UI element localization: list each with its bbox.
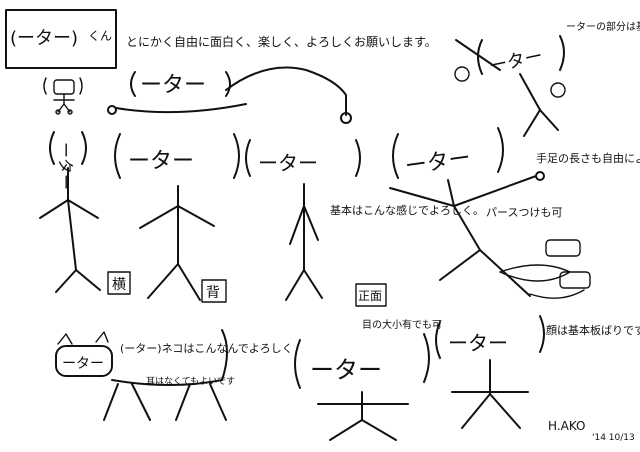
label-front: 正面 xyxy=(358,289,382,303)
face-text-bottom-center: ーター xyxy=(310,356,382,384)
note-expression: 顔は基本板ばりです ゆがみも可 xyxy=(546,323,640,337)
bottom-right-figure: ーター 顔は基本板ばりです ゆがみも可 xyxy=(435,315,640,429)
note-cat-ears: 耳はなくてもよいです xyxy=(146,376,235,387)
note-parts: ーターの部分は基本的に下地色と同色のスリで。 xyxy=(566,20,640,33)
label-back: 背 xyxy=(206,285,220,301)
note-free-limbs: 手足の長さも自由によろしく xyxy=(536,151,640,165)
note-cat-version: (ーター)ネコはこんなんでよろしく xyxy=(120,342,293,355)
face-text-cat: ーター xyxy=(62,356,104,372)
face-text-back: ーター xyxy=(128,149,194,174)
face-text-top-right: ーター xyxy=(487,46,544,78)
face-text-side: ーター xyxy=(56,142,75,190)
note-eye-size: 目の大小有でも可 xyxy=(362,318,442,331)
note-basics: 基本はこんな感じでよろしく。 xyxy=(330,203,484,217)
character-name: (ーター) xyxy=(10,28,78,49)
mini-figure xyxy=(43,77,83,115)
title-block: (ーター) くん とにかく自由に面白く、楽しく、よろしくお願いします。 xyxy=(5,9,437,69)
label-side: 横 xyxy=(112,277,126,293)
date: '14 10/13 xyxy=(592,433,635,443)
header-note: とにかく自由に面白く、楽しく、よろしくお願いします。 xyxy=(126,34,437,49)
note-perspective: パースつけも可 xyxy=(486,206,562,219)
face-text-lying: ーター xyxy=(140,73,206,98)
back-view-figure: ーター 背 xyxy=(114,133,240,303)
bottom-center-figure: ーター 目の大小有でも可 xyxy=(294,318,442,441)
front-view-figure: ーター 基本はこんな感じでよろしく。 正面 xyxy=(245,139,484,307)
character-suffix: くん xyxy=(88,29,112,43)
cat-figure: ーター (ーター)ネコはこんなんでよろしく 耳はなくてもよいです xyxy=(55,329,293,421)
top-right-figure: ーター ーターの部分は基本的に下地色と同色のスリで。 手足の長さも自由によろしく xyxy=(454,20,640,165)
face-text-bottom-right: ーター xyxy=(448,331,508,355)
signature-block: H.AKO '14 10/13 xyxy=(548,419,635,443)
side-view-figure: ーター 横 xyxy=(39,131,131,295)
signature: H.AKO xyxy=(548,419,586,433)
small-sketches-right xyxy=(499,239,591,299)
face-text-front: ーター xyxy=(258,151,318,175)
face-text-dynamic: ーター xyxy=(403,146,472,180)
lying-figure: ーター xyxy=(107,66,352,124)
